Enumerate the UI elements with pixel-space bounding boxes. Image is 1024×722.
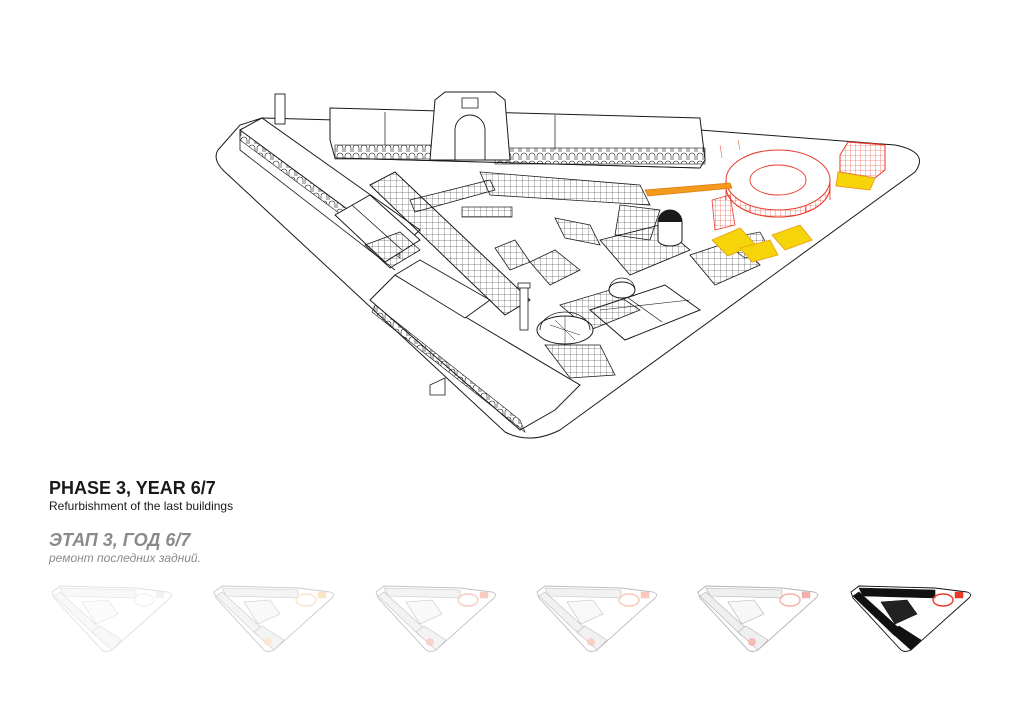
thumbnail-west-wing [377, 591, 427, 637]
orange-footbridge [644, 182, 733, 197]
phase-thumbnail-6 [850, 585, 972, 652]
thumbnail-north-wing [221, 587, 299, 599]
thumbnail-outline [697, 585, 819, 652]
thumbnail-corner-block [640, 591, 650, 599]
thumbnail-site-2 [213, 585, 335, 652]
thumbnail-west-wing [215, 591, 265, 637]
dome-tower [657, 209, 683, 247]
thumbnail-ring [932, 593, 954, 607]
thumbnail-site-3 [375, 585, 497, 652]
phase-thumbnail-1 [51, 585, 173, 652]
thumbnail-accent-spot [426, 638, 434, 646]
thumbnail-ring [295, 593, 317, 607]
phase-thumbnail-2 [213, 585, 335, 652]
thumbnail-outline [536, 585, 658, 652]
thumbnail-west-wing [699, 591, 749, 637]
thumbnail-courtyard [880, 599, 918, 625]
thumbnail-south-wing [737, 625, 769, 651]
thumbnail-south-wing [253, 625, 285, 651]
phase-thumbnail-4 [536, 585, 658, 652]
phase-title-en: PHASE 3, YEAR 6/7 [49, 478, 216, 498]
thumbnail-accent-spot [264, 638, 272, 646]
phase-thumbnail-5 [697, 585, 819, 652]
chimney [274, 93, 286, 125]
yellow-refurbished-blocks [711, 224, 813, 263]
site-axonometric-drawing [215, 91, 920, 439]
refurbished-corner-block [835, 141, 886, 191]
tower-columns [517, 282, 531, 331]
thumbnail-courtyard [243, 599, 281, 625]
refurbished-ring-building [711, 139, 831, 231]
thumbnail-south-wing [415, 625, 447, 651]
thumbnail-corner-block [479, 591, 489, 599]
thumbnail-outline [51, 585, 173, 652]
thumbnail-accent-spot [587, 638, 595, 646]
thumbnail-corner-block [317, 591, 327, 599]
thumbnail-site-1 [51, 585, 173, 652]
rotunda-south [536, 311, 616, 379]
thumbnail-west-wing [538, 591, 588, 637]
phase-caption: PHASE 3, YEAR 6/7 Refurbishment of the l… [49, 478, 449, 565]
phase-subtitle-ru: ремонт последних задний. [49, 551, 201, 565]
thumbnail-outline [375, 585, 497, 652]
thumbnail-ring [133, 593, 155, 607]
thumbnail-site-6 [850, 585, 972, 652]
market-hall [334, 194, 421, 269]
phase-title-ru: ЭТАП 3, ГОД 6/7 [49, 530, 191, 550]
thumbnail-courtyard [81, 599, 119, 625]
thumbnail-courtyard [405, 599, 443, 625]
thumbnail-north-wing [705, 587, 783, 599]
thumbnail-courtyard [727, 599, 765, 625]
thumbnail-site-4 [536, 585, 658, 652]
thumbnail-north-wing [59, 587, 137, 599]
north-wing-building [329, 91, 706, 169]
thumbnail-ring [618, 593, 640, 607]
phase-subtitle-en: Refurbishment of the last buildings [49, 499, 234, 513]
thumbnail-courtyard [566, 599, 604, 625]
thumbnail-accent-spot [748, 638, 756, 646]
thumbnail-north-wing [383, 587, 461, 599]
thumbnail-north-wing [544, 587, 622, 599]
thumbnail-corner-block [155, 591, 165, 599]
thumbnail-south-wing [91, 625, 123, 651]
thumbnail-ring [457, 593, 479, 607]
thumbnail-outline [213, 585, 335, 652]
rotunda-middle [608, 277, 636, 299]
central-passage [369, 171, 661, 316]
thumbnail-ring [779, 593, 801, 607]
thumbnail-south-wing [576, 625, 608, 651]
thumbnail-west-wing [53, 591, 103, 637]
thumbnail-site-5 [697, 585, 819, 652]
thumbnail-corner-block [954, 591, 964, 599]
thumbnail-south-wing [890, 625, 922, 651]
south-wing-building [369, 259, 581, 433]
phase-thumbnail-3 [375, 585, 497, 652]
thumbnail-north-wing [858, 587, 936, 599]
thumbnail-corner-block [801, 591, 811, 599]
